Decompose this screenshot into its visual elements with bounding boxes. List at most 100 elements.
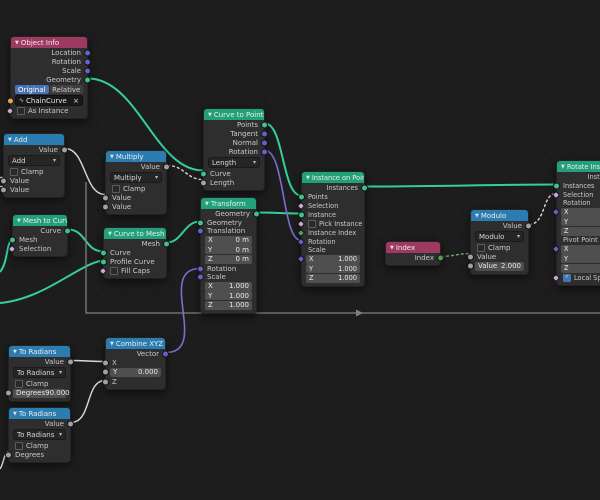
- operation-dropdown[interactable]: To Radians▾: [13, 429, 66, 440]
- clamp-checkbox[interactable]: [15, 379, 23, 388]
- socket-out-instances[interactable]: [362, 185, 367, 190]
- node-to-radians-1[interactable]: ▼ To Radians Value To Radians▾ Clamp Deg…: [6, 345, 73, 402]
- original-button[interactable]: Original: [15, 85, 49, 94]
- collapse-icon[interactable]: ▼: [110, 153, 114, 160]
- node-header[interactable]: ▼ Curve to Mesh: [104, 228, 166, 239]
- collapse-icon[interactable]: ▼: [205, 200, 209, 207]
- collapse-icon[interactable]: ▼: [13, 410, 17, 417]
- collapse-icon[interactable]: ▼: [475, 212, 479, 219]
- node-header[interactable]: ▼ Multiply: [106, 151, 166, 162]
- socket-in-translation[interactable]: [198, 228, 203, 234]
- node-instance-on-points[interactable]: ▼ Instance on Points Instances Points Se…: [298, 171, 367, 287]
- socket-in-degrees[interactable]: [6, 390, 11, 396]
- socket-in-points[interactable]: [299, 194, 304, 199]
- socket-in-value2[interactable]: [103, 204, 108, 209]
- socket-in-selection[interactable]: [9, 245, 15, 252]
- socket-in-value2[interactable]: [1, 187, 6, 192]
- socket-in-instances[interactable]: [554, 183, 559, 188]
- socket-in-y[interactable]: [103, 369, 108, 375]
- pivot-x-field[interactable]: X: [553, 244, 600, 254]
- node-curve-to-mesh[interactable]: ▼ Curve to Mesh Mesh Curve Profile Curve…: [100, 227, 169, 279]
- clamp-checkbox[interactable]: [112, 184, 120, 193]
- socket-in-x[interactable]: [103, 360, 108, 365]
- collapse-icon[interactable]: ▼: [13, 348, 17, 355]
- socket-in-value2[interactable]: [468, 263, 473, 269]
- node-header[interactable]: ▼ Object Info: [11, 37, 87, 48]
- socket-in-z[interactable]: [103, 379, 108, 384]
- socket-out-value[interactable]: [526, 223, 531, 228]
- socket-in-curve[interactable]: [201, 171, 206, 176]
- socket-in-scale[interactable]: [198, 274, 203, 280]
- collapse-icon[interactable]: ▼: [110, 340, 114, 347]
- clamp-checkbox[interactable]: [10, 167, 18, 176]
- socket-out-vector[interactable]: [163, 351, 168, 356]
- clamp-checkbox[interactable]: [15, 441, 23, 450]
- socket-in-profile-curve[interactable]: [101, 259, 106, 264]
- node-rotate-instances[interactable]: ▼ Rotate Instances Instances Instances S…: [553, 160, 600, 286]
- socket-out-value[interactable]: [62, 147, 67, 152]
- collapse-icon[interactable]: ▼: [208, 111, 212, 118]
- socket-out-geometry[interactable]: [85, 77, 90, 82]
- socket-in-object[interactable]: [8, 98, 13, 103]
- clear-object-icon[interactable]: ×: [73, 96, 79, 105]
- socket-out-points[interactable]: [262, 122, 267, 127]
- rotation-y-field[interactable]: Y: [561, 217, 600, 226]
- socket-out-mesh[interactable]: [164, 241, 169, 246]
- socket-out-value[interactable]: [68, 359, 73, 364]
- socket-in-degrees[interactable]: [6, 452, 11, 457]
- node-header[interactable]: ▼ Index: [386, 242, 440, 253]
- node-transform[interactable]: ▼ Transform Geometry Geometry Translatio…: [198, 197, 259, 314]
- socket-in-length[interactable]: [201, 180, 206, 185]
- node-header[interactable]: ▼ To Radians: [9, 408, 70, 419]
- node-header[interactable]: ▼ Rotate Instances: [557, 161, 600, 172]
- operation-dropdown[interactable]: To Radians▾: [13, 367, 66, 378]
- node-header[interactable]: ▼ Instance on Points: [302, 172, 364, 183]
- operation-dropdown[interactable]: Multiply▾: [110, 172, 162, 183]
- socket-in-instance[interactable]: [299, 212, 304, 217]
- collapse-icon[interactable]: ▼: [8, 136, 12, 143]
- socket-in-curve[interactable]: [101, 250, 106, 255]
- socket-in-pick-instance[interactable]: [298, 220, 304, 227]
- pivot-y-field[interactable]: Y: [561, 254, 600, 263]
- socket-in-rotation[interactable]: [198, 266, 203, 271]
- pick-instance-checkbox[interactable]: [308, 219, 316, 228]
- node-header[interactable]: ▼ Add: [4, 134, 64, 145]
- object-field[interactable]: ∿ ChainCurve ×: [15, 95, 83, 106]
- socket-out-normal[interactable]: [262, 140, 267, 145]
- mode-dropdown[interactable]: Length▾: [208, 157, 260, 168]
- socket-out-scale[interactable]: [85, 68, 90, 73]
- node-header[interactable]: ▼ Combine XYZ: [106, 338, 165, 349]
- collapse-icon[interactable]: ▼: [17, 217, 21, 224]
- node-math-modulo[interactable]: ▼ Modulo Value Modulo▾ Clamp Value Value…: [468, 209, 531, 275]
- collapse-icon[interactable]: ▼: [15, 39, 19, 46]
- socket-out-location[interactable]: [85, 50, 90, 55]
- collapse-icon[interactable]: ▼: [561, 163, 565, 170]
- node-object-info[interactable]: ▼ Object Info Location Rotation Scale Ge…: [7, 36, 90, 119]
- socket-out-geometry[interactable]: [254, 211, 259, 216]
- node-header[interactable]: ▼ Mesh to Curve: [13, 215, 67, 226]
- collapse-icon[interactable]: ▼: [390, 244, 394, 251]
- socket-in-selection[interactable]: [298, 202, 304, 209]
- socket-in-local-space[interactable]: [553, 274, 559, 281]
- node-math-add[interactable]: ▼ Add Value Add▾ Clamp Value Value: [1, 133, 67, 198]
- socket-out-tangent[interactable]: [262, 131, 267, 136]
- node-header[interactable]: ▼ Modulo: [471, 210, 528, 221]
- node-index[interactable]: ▼ Index Index: [385, 241, 443, 266]
- socket-in-mesh[interactable]: [10, 237, 15, 242]
- node-curve-to-points[interactable]: ▼ Curve to Points Points Tangent Normal …: [201, 108, 267, 191]
- clamp-checkbox[interactable]: [477, 243, 485, 252]
- socket-out-value[interactable]: [68, 421, 73, 426]
- local-space-checkbox[interactable]: [563, 273, 571, 282]
- socket-in-as-instance[interactable]: [7, 107, 13, 114]
